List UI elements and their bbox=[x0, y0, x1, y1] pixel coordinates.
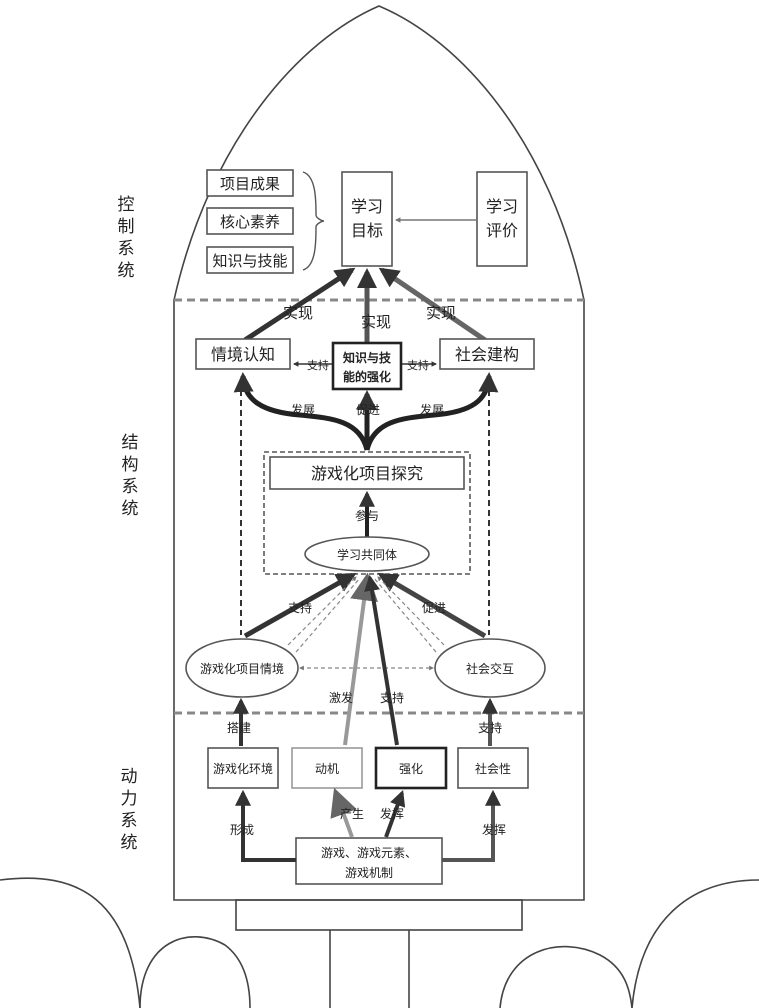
svg-text:评价: 评价 bbox=[486, 221, 518, 240]
inquiry-dashed-frame bbox=[263, 451, 471, 575]
svg-text:结: 结 bbox=[122, 433, 139, 453]
learning-evaluation-box: 学习 评价 bbox=[476, 171, 528, 267]
support-label-left: 支持 bbox=[307, 358, 329, 372]
develop-label-left: 发展 bbox=[291, 402, 315, 417]
side-label-control: 控 制 系 统 bbox=[118, 195, 135, 281]
side-label-power: 动 力 系 统 bbox=[121, 767, 138, 853]
social-construction-box: 社会建构 bbox=[439, 338, 535, 370]
svg-text:知识与技能: 知识与技能 bbox=[212, 252, 287, 270]
svg-text:知识与技: 知识与技 bbox=[342, 350, 392, 365]
build-label: 搭建 bbox=[227, 721, 251, 735]
sociality-box: 社会性 bbox=[457, 747, 529, 789]
realize-arrow-left bbox=[243, 267, 356, 343]
learning-goal-box: 学习 目标 bbox=[341, 171, 393, 267]
game-env-box: 游戏化环境 bbox=[207, 747, 279, 789]
brace bbox=[302, 171, 325, 271]
svg-text:力: 力 bbox=[121, 789, 138, 809]
promote-label: 促进 bbox=[356, 403, 380, 417]
social-interaction-ellipse: 社会交互 bbox=[434, 638, 546, 698]
promote-arrow-community bbox=[377, 572, 487, 639]
source-box: 游戏、游戏元素、 游戏机制 bbox=[295, 837, 443, 885]
participate-label: 参与 bbox=[355, 508, 379, 523]
svg-text:动: 动 bbox=[121, 767, 138, 787]
support-label-social: 支持 bbox=[478, 720, 502, 735]
motivation-box: 动机 bbox=[291, 747, 363, 789]
svg-text:构: 构 bbox=[122, 455, 139, 475]
svg-text:学习共同体: 学习共同体 bbox=[337, 547, 397, 562]
svg-text:能的强化: 能的强化 bbox=[343, 369, 391, 384]
support-arrow-community bbox=[243, 572, 357, 639]
support-arrow-reinforce bbox=[364, 574, 399, 746]
game-situation-ellipse: 游戏化项目情境 bbox=[185, 638, 299, 698]
dashed-cross-links bbox=[287, 576, 445, 671]
situation-cognition-box: 情境认知 bbox=[195, 338, 291, 370]
svg-text:核心素养: 核心素养 bbox=[220, 213, 280, 231]
develop-label-right: 发展 bbox=[420, 402, 444, 417]
form-label: 形成 bbox=[230, 823, 254, 837]
project-inquiry-box: 游戏化项目探究 bbox=[269, 456, 465, 490]
develop-arrow-right bbox=[364, 372, 499, 451]
stimulate-label: 激发 bbox=[329, 690, 353, 705]
svg-text:动机: 动机 bbox=[315, 762, 339, 776]
svg-text:系: 系 bbox=[118, 239, 135, 259]
svg-text:系: 系 bbox=[121, 811, 138, 831]
svg-text:游戏机制: 游戏机制 bbox=[345, 866, 393, 880]
svg-text:社会交互: 社会交互 bbox=[466, 661, 514, 676]
produce-arrow bbox=[330, 787, 357, 838]
svg-text:学习: 学习 bbox=[486, 197, 518, 216]
learning-community-ellipse: 学习共同体 bbox=[304, 536, 430, 572]
svg-text:统: 统 bbox=[118, 261, 135, 281]
svg-text:游戏化项目情境: 游戏化项目情境 bbox=[200, 661, 284, 676]
develop-arrow-left bbox=[233, 372, 370, 451]
svg-text:统: 统 bbox=[122, 499, 139, 519]
svg-text:统: 统 bbox=[121, 833, 138, 853]
reinforce-box: 强化 bbox=[374, 746, 448, 790]
svg-text:游戏化项目探究: 游戏化项目探究 bbox=[311, 464, 423, 483]
realize-label-center: 实现 bbox=[361, 313, 391, 331]
svg-text:项目成果: 项目成果 bbox=[220, 175, 280, 193]
support-label-right: 支持 bbox=[407, 358, 429, 372]
side-label-structure: 结 构 系 统 bbox=[122, 433, 139, 519]
svg-text:游戏、游戏元素、: 游戏、游戏元素、 bbox=[321, 846, 417, 860]
svg-text:情境认知: 情境认知 bbox=[211, 345, 275, 364]
exert-arrow-right bbox=[442, 789, 501, 862]
form-arrow bbox=[235, 789, 296, 862]
goal-item-project-result: 项目成果 bbox=[206, 169, 294, 197]
produce-label: 产生 bbox=[340, 807, 364, 821]
support-label-reinforce: 支持 bbox=[380, 690, 404, 705]
svg-text:强化: 强化 bbox=[399, 762, 423, 776]
realize-label-right: 实现 bbox=[426, 304, 456, 322]
realize-arrow-right bbox=[378, 267, 487, 343]
svg-text:系: 系 bbox=[122, 477, 139, 497]
exert-label-right: 发挥 bbox=[482, 822, 506, 837]
knowledge-strengthen-box: 知识与技 能的强化 bbox=[331, 341, 403, 391]
svg-text:社会性: 社会性 bbox=[475, 761, 511, 776]
exert-arrow-center bbox=[384, 789, 406, 838]
svg-text:游戏化环境: 游戏化环境 bbox=[213, 761, 273, 776]
svg-text:学习: 学习 bbox=[351, 197, 383, 216]
svg-text:制: 制 bbox=[118, 217, 135, 237]
support-label-community: 支持 bbox=[288, 600, 312, 615]
promote-label-community: 促进 bbox=[422, 601, 446, 615]
realize-label-left: 实现 bbox=[283, 304, 313, 322]
stimulate-arrow bbox=[343, 572, 378, 746]
svg-text:目标: 目标 bbox=[351, 221, 383, 240]
exert-label-center: 发挥 bbox=[380, 806, 404, 821]
svg-text:控: 控 bbox=[118, 195, 135, 215]
goal-item-knowledge-skill: 知识与技能 bbox=[206, 246, 294, 274]
goal-item-core-literacy: 核心素养 bbox=[206, 207, 294, 235]
svg-text:社会建构: 社会建构 bbox=[455, 345, 519, 364]
